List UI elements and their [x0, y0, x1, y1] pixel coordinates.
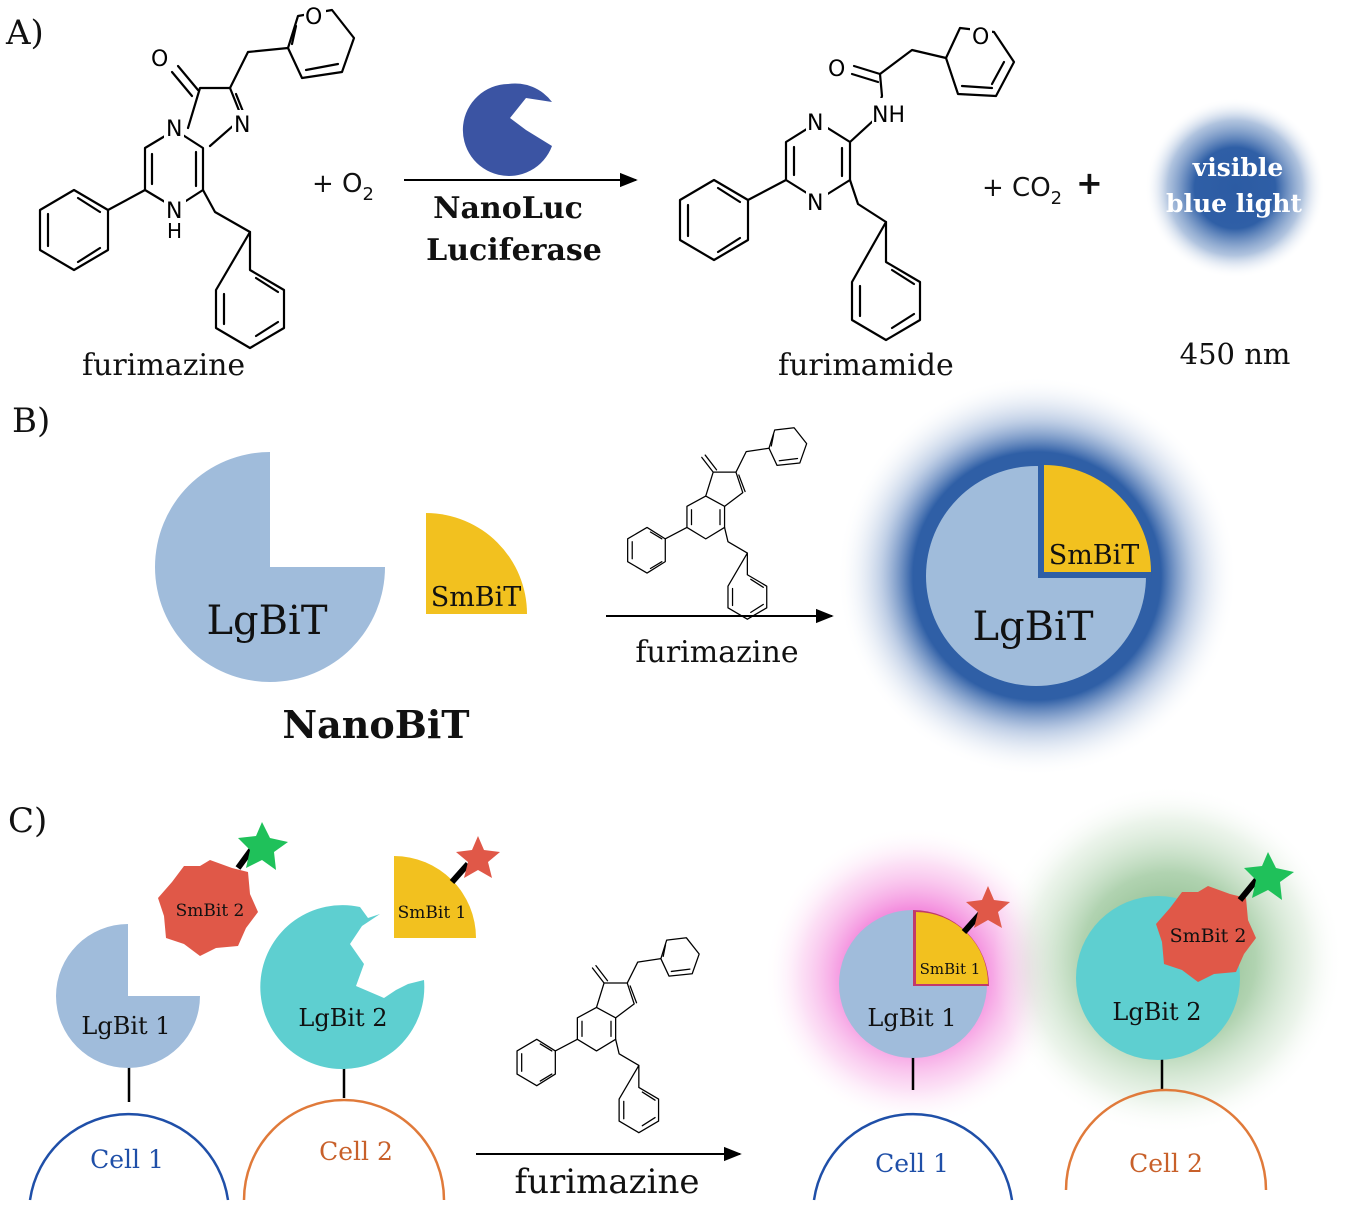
enzyme-name-line1: NanoLuc: [433, 191, 583, 226]
o2-plus: + O2: [312, 169, 374, 205]
cell2-membrane: [242, 1098, 446, 1201]
atom-n: N: [166, 117, 182, 142]
smbit2-shape: [158, 860, 258, 956]
lgbit1-shape: [56, 924, 200, 1068]
lgbit2-label: LgBit 2: [298, 1004, 387, 1032]
furimazine-structure: N N O O N H: [38, 2, 356, 350]
atom-nh: NH: [872, 103, 905, 128]
tag-linker: [1237, 876, 1261, 902]
cell1-label: Cell 1: [90, 1145, 164, 1174]
smbit1-shape: [394, 856, 476, 938]
atom-n: N: [234, 113, 250, 138]
substrate-name: furimazine: [82, 348, 245, 383]
atom-o: O: [305, 5, 322, 30]
complex1-smbit-label: SmBit 1: [920, 960, 981, 978]
complex1-smbit-shape: [916, 912, 988, 984]
smbit-shape: [426, 513, 527, 614]
complex-smbit-label: SmBiT: [1049, 540, 1140, 571]
panel-a-label: A): [5, 13, 44, 53]
complex2-smbit-shape: [1156, 886, 1256, 982]
cell2-label: Cell 2: [319, 1137, 393, 1166]
smbit2-label: SmBit 2: [176, 901, 245, 921]
atom-o: O: [828, 57, 845, 82]
lgbit-shape: [155, 452, 385, 682]
complex-smbit-shape: [1044, 465, 1151, 572]
nanoluc-enzyme-icon: [462, 83, 552, 176]
panel-c-label: C): [8, 801, 47, 841]
complex1-lgbit-label: LgBit 1: [867, 1004, 956, 1032]
panel-b: B) LgBiT SmBiT NanoBiT furimazine SmBiT …: [12, 376, 1237, 776]
atom-o: O: [151, 47, 168, 72]
reagent-label-b: furimazine: [635, 635, 798, 670]
panel-a: A): [5, 2, 1325, 383]
complex-cell1-membrane: [812, 1112, 1014, 1201]
blue-light-glow: [1145, 98, 1325, 278]
product-name: furimamide: [778, 348, 954, 383]
wavelength: 450 nm: [1180, 337, 1291, 371]
green-star-icon: [1244, 852, 1294, 900]
plus-sign: +: [1076, 164, 1103, 202]
atom-n: N: [166, 199, 182, 224]
complex-cell1-label: Cell 1: [875, 1149, 949, 1178]
green-star-icon: [238, 822, 288, 870]
cell1-membrane: [28, 1112, 230, 1201]
complex-cell2-membrane: [1064, 1088, 1268, 1191]
lgbit-label: LgBiT: [206, 598, 327, 644]
complex-lgbit-label: LgBiT: [972, 604, 1093, 650]
atom-n: N: [807, 111, 823, 136]
reagent-label-c: furimazine: [515, 1162, 700, 1202]
lgbit2-shape: [260, 905, 425, 1070]
furimamide-structure: N N NH O O: [678, 22, 1016, 342]
atom-o: O: [972, 25, 989, 50]
smbit-label: SmBiT: [431, 582, 522, 613]
co2-plus: + CO2: [982, 173, 1062, 209]
light-label-line2: blue light: [1166, 189, 1302, 218]
panel-c: C) Cell 1 LgBit 1 SmBit 2 Cell 2 LgBit 2…: [8, 785, 1343, 1202]
complex-cell2-label: Cell 2: [1129, 1149, 1203, 1178]
smbit1-label: SmBit 1: [398, 903, 467, 923]
red-star-icon: [456, 836, 500, 878]
complex2-lgbit-label: LgBit 2: [1112, 998, 1201, 1026]
panel-b-label: B): [12, 401, 50, 441]
atom-n: N: [807, 191, 823, 216]
enzyme-name-line2: Luciferase: [426, 233, 602, 268]
light-label-line1: visible: [1192, 153, 1283, 182]
complex2-smbit-label: SmBit 2: [1170, 925, 1247, 947]
lgbit1-label: LgBit 1: [81, 1012, 170, 1040]
atom-h: H: [167, 219, 182, 243]
nanobit-title: NanoBiT: [282, 702, 469, 747]
furimazine-structure-small: [627, 427, 808, 620]
tag-linker: [449, 862, 471, 884]
furimazine-structure-small: [516, 937, 700, 1134]
